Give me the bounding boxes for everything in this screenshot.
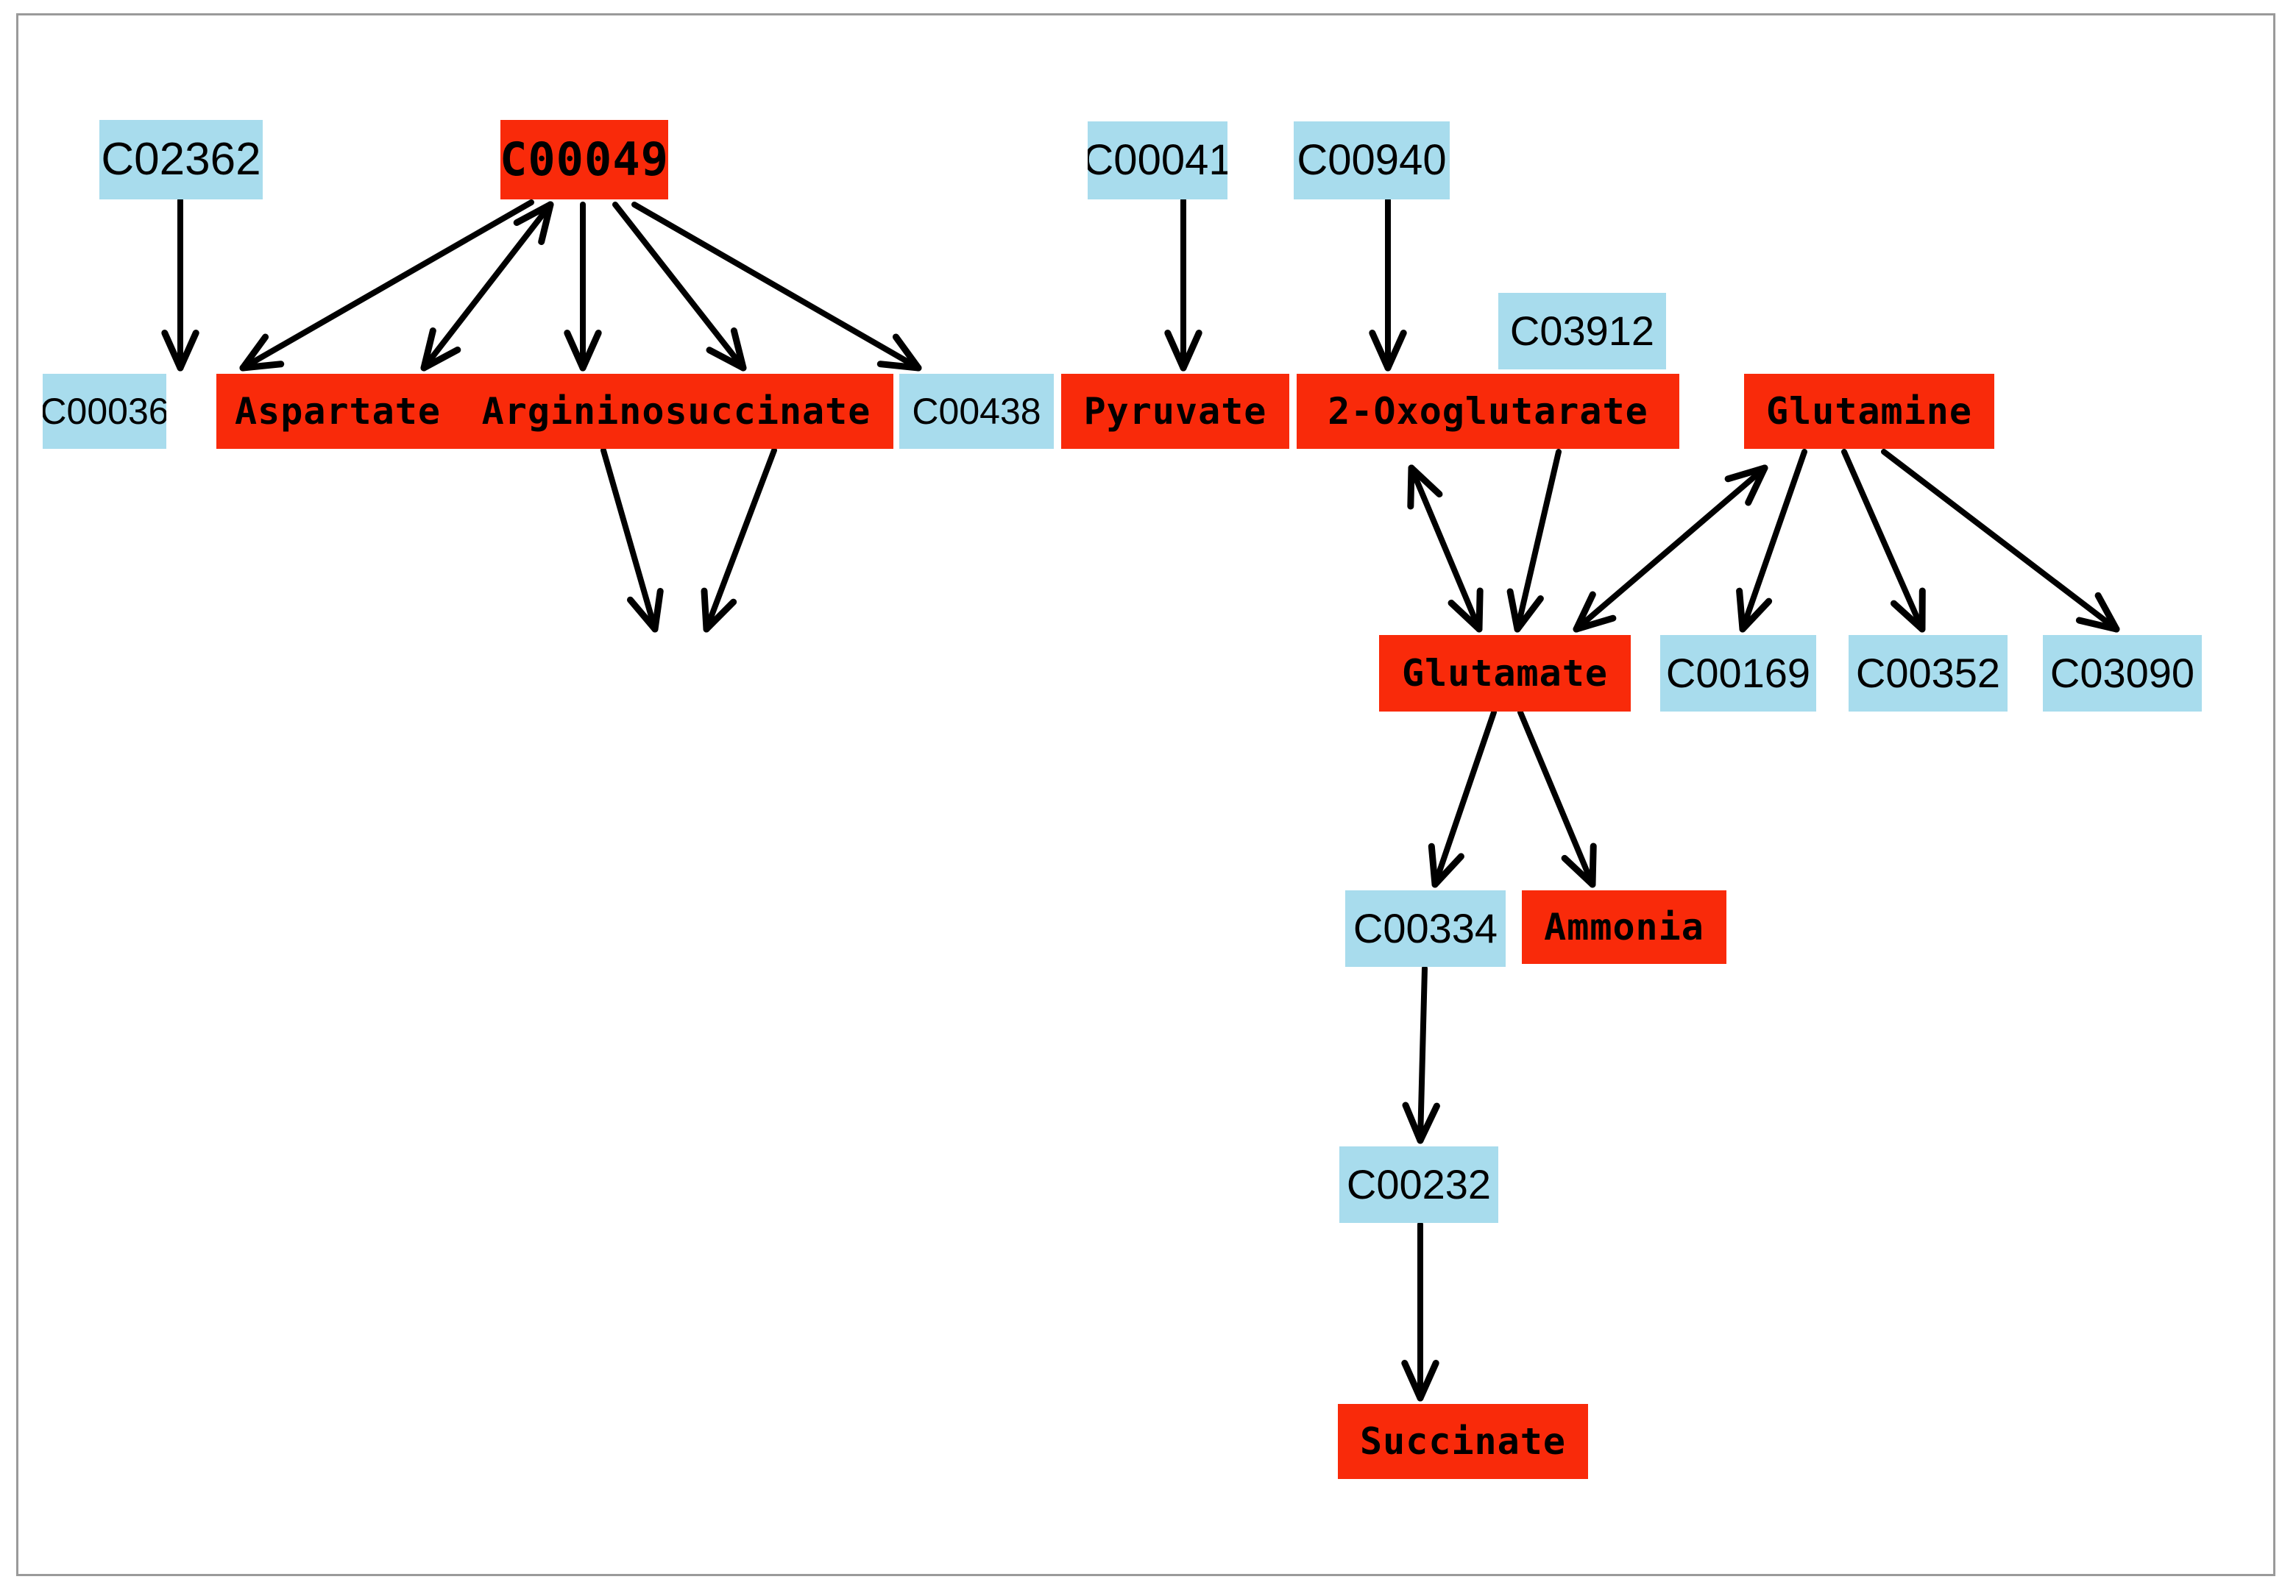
- node-c00232[interactable]: C00232: [1339, 1146, 1498, 1223]
- node-succinate[interactable]: Succinate: [1338, 1404, 1588, 1479]
- node-c00352[interactable]: C00352: [1849, 635, 2008, 712]
- figure-border: [16, 13, 2275, 1576]
- node-pyruvate[interactable]: Pyruvate: [1061, 374, 1289, 449]
- node-c03912[interactable]: C03912: [1498, 293, 1666, 369]
- node-c00940[interactable]: C00940: [1294, 121, 1450, 199]
- node-2-oxoglutarate[interactable]: 2-Oxoglutarate: [1297, 374, 1679, 449]
- node-c00334[interactable]: C00334: [1345, 890, 1506, 967]
- node-argininosuccinate[interactable]: Argininosuccinate: [459, 374, 893, 449]
- node-c02362[interactable]: C02362: [99, 120, 263, 199]
- node-glutamate[interactable]: Glutamate: [1379, 635, 1631, 712]
- node-c00041[interactable]: C00041: [1088, 121, 1227, 199]
- node-glutamine[interactable]: Glutamine: [1744, 374, 1994, 449]
- node-aspartate[interactable]: Aspartate: [216, 374, 459, 449]
- node-ammonia[interactable]: Ammonia: [1522, 890, 1726, 964]
- node-c00036[interactable]: C00036: [43, 374, 166, 449]
- node-c03090[interactable]: C03090: [2043, 635, 2202, 712]
- node-c00169[interactable]: C00169: [1660, 635, 1816, 712]
- node-c00438[interactable]: C00438: [899, 374, 1054, 449]
- node-c00049[interactable]: C00049: [500, 120, 668, 199]
